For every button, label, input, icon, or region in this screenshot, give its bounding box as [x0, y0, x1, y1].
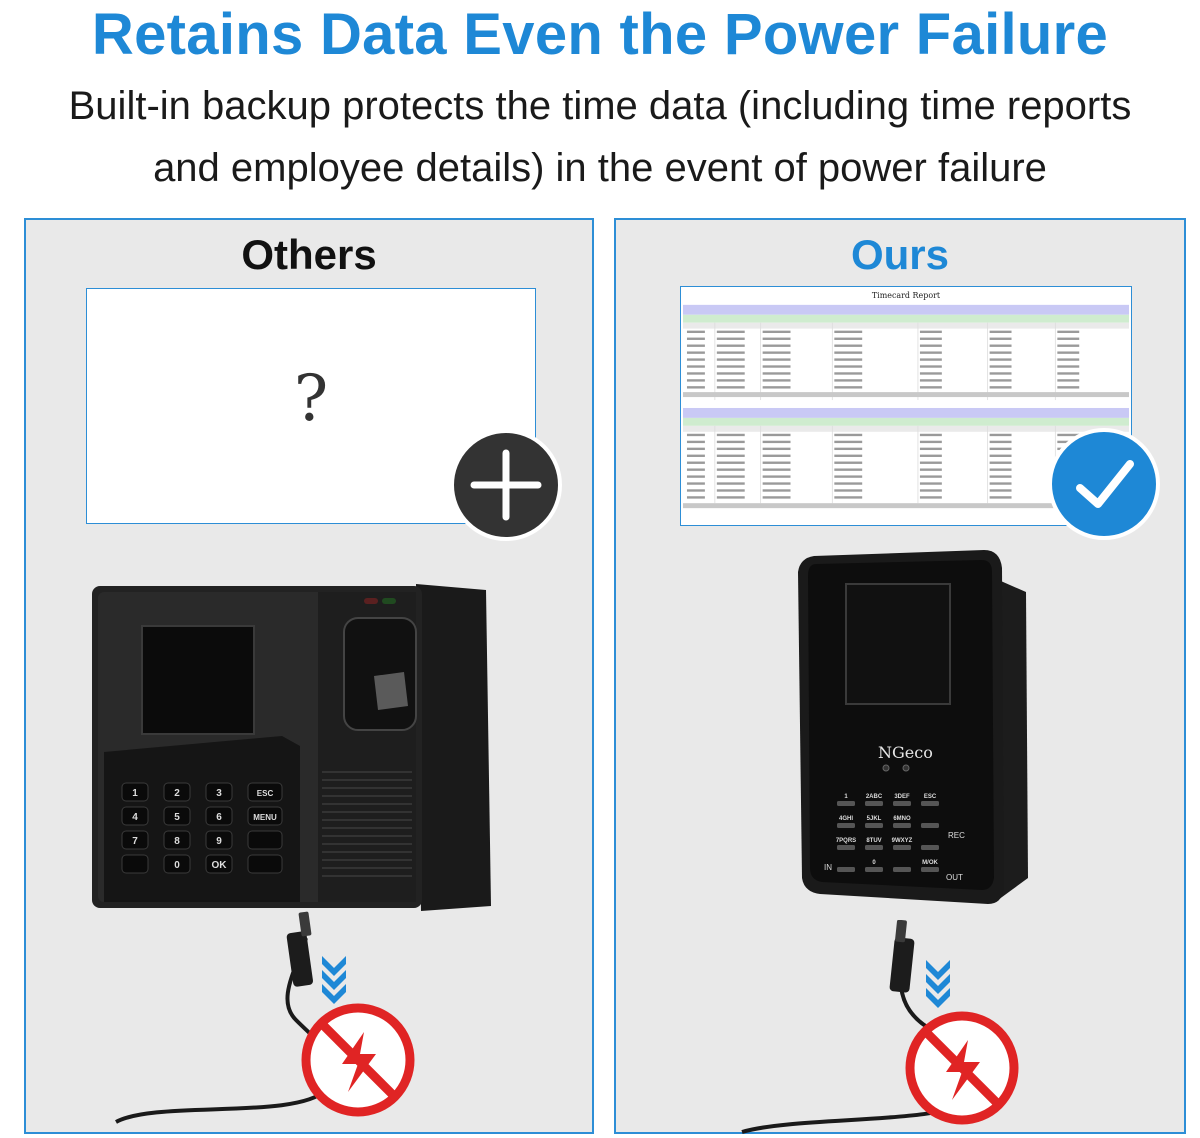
cross-icon: [470, 449, 542, 521]
others-key: [121, 854, 149, 874]
svg-text:4GHI: 4GHI: [839, 816, 853, 822]
others-key: 4: [121, 806, 149, 826]
others-key: ESC: [247, 782, 283, 802]
others-key: 5: [163, 806, 191, 826]
ours-panel: Ours Timecard Report NGeco 1 2ABC 3DEF ESC 4…: [614, 218, 1186, 1134]
out-label: OUT: [946, 873, 963, 882]
svg-text:5JKL: 5JKL: [867, 816, 882, 822]
others-key: 9: [205, 830, 233, 850]
svg-text:8TUV: 8TUV: [866, 838, 881, 844]
ours-key: [837, 867, 855, 872]
ours-key: 8TUV: [865, 838, 883, 850]
svg-text:7: 7: [132, 836, 138, 847]
svg-text:6: 6: [216, 812, 222, 823]
svg-text:1: 1: [844, 794, 848, 800]
svg-text:2ABC: 2ABC: [866, 794, 883, 800]
svg-text:8: 8: [174, 836, 180, 847]
brand-logo: NGeco: [878, 743, 933, 762]
svg-text:ESC: ESC: [924, 794, 937, 800]
svg-text:3: 3: [216, 788, 222, 799]
svg-text:ESC: ESC: [257, 789, 274, 798]
others-title: Others: [241, 231, 377, 278]
ours-title: Ours: [850, 231, 950, 278]
others-key: 7: [121, 830, 149, 850]
ours-key: [921, 845, 939, 850]
svg-text:0: 0: [872, 860, 876, 866]
svg-text:1: 1: [132, 788, 138, 799]
ours-key: [893, 867, 911, 872]
check-icon: [1076, 460, 1134, 508]
others-key: [247, 854, 283, 874]
ours-key: ESC: [921, 794, 939, 806]
svg-text:OK: OK: [212, 860, 228, 871]
svg-text:4: 4: [132, 812, 138, 823]
ours-key: 1: [837, 794, 855, 806]
svg-text:5: 5: [174, 812, 180, 823]
svg-text:M/OK: M/OK: [922, 860, 938, 866]
timecard-report: Timecard Report: [680, 286, 1132, 526]
ours-key: M/OK: [921, 860, 939, 872]
ours-power-cable: [741, 920, 1019, 1134]
svg-text:6MNO: 6MNO: [893, 816, 911, 822]
others-key: 6: [205, 806, 233, 826]
cross-badge: [450, 429, 562, 541]
ours-key: 9WXYZ: [892, 838, 913, 850]
svg-text:2: 2: [174, 788, 180, 799]
others-power-cable: [115, 911, 415, 1124]
others-data-box: ?: [86, 288, 536, 524]
down-arrows-icon: [926, 960, 950, 1008]
svg-text:7PQRS: 7PQRS: [836, 838, 856, 844]
report-table: Timecard Report: [682, 291, 1130, 509]
ours-key: 0: [865, 860, 883, 872]
others-device: 1 2 3 ESC 4 5 6 MENU 7 8 9 0 OK: [92, 584, 491, 911]
subtitle-line-1: Built-in backup protects the time data (…: [68, 84, 1132, 128]
rec-label: REC: [948, 831, 965, 840]
others-key: [247, 830, 283, 850]
report-title: Timecard Report: [872, 291, 941, 300]
others-key: 2: [163, 782, 191, 802]
svg-text:9: 9: [216, 836, 222, 847]
svg-text:0: 0: [174, 860, 180, 871]
others-key: 8: [163, 830, 191, 850]
ours-key: [921, 823, 939, 828]
ours-key: 2ABC: [865, 794, 883, 806]
ours-key: 3DEF: [893, 794, 911, 806]
unknown-mark: ?: [293, 362, 329, 436]
others-key: 0: [163, 854, 191, 874]
check-badge: [1048, 428, 1160, 540]
others-key: MENU: [247, 806, 283, 826]
no-power-icon: [905, 1011, 1019, 1125]
ours-key: 5JKL: [865, 816, 883, 828]
down-arrows-icon: [322, 956, 346, 1004]
in-label: IN: [824, 863, 832, 872]
ours-key: 4GHI: [837, 816, 855, 828]
others-key: OK: [205, 854, 233, 874]
headline: Retains Data Even the Power Failure: [91, 2, 1109, 67]
others-key: 1: [121, 782, 149, 802]
subtitle-line-2: and employee details) in the event of po…: [153, 146, 1047, 190]
no-power-icon: [301, 1003, 415, 1117]
ours-device: NGeco 1 2ABC 3DEF ESC 4GHI 5JKL 6MNO 7PQRS 8TUV 9…: [798, 550, 1028, 904]
svg-text:9WXYZ: 9WXYZ: [892, 838, 913, 844]
ours-key: 7PQRS: [836, 838, 856, 850]
svg-text:MENU: MENU: [253, 813, 277, 822]
others-key: 3: [205, 782, 233, 802]
others-panel: Others ?: [24, 218, 594, 1134]
ours-key: 6MNO: [893, 816, 911, 828]
svg-text:3DEF: 3DEF: [894, 794, 910, 800]
